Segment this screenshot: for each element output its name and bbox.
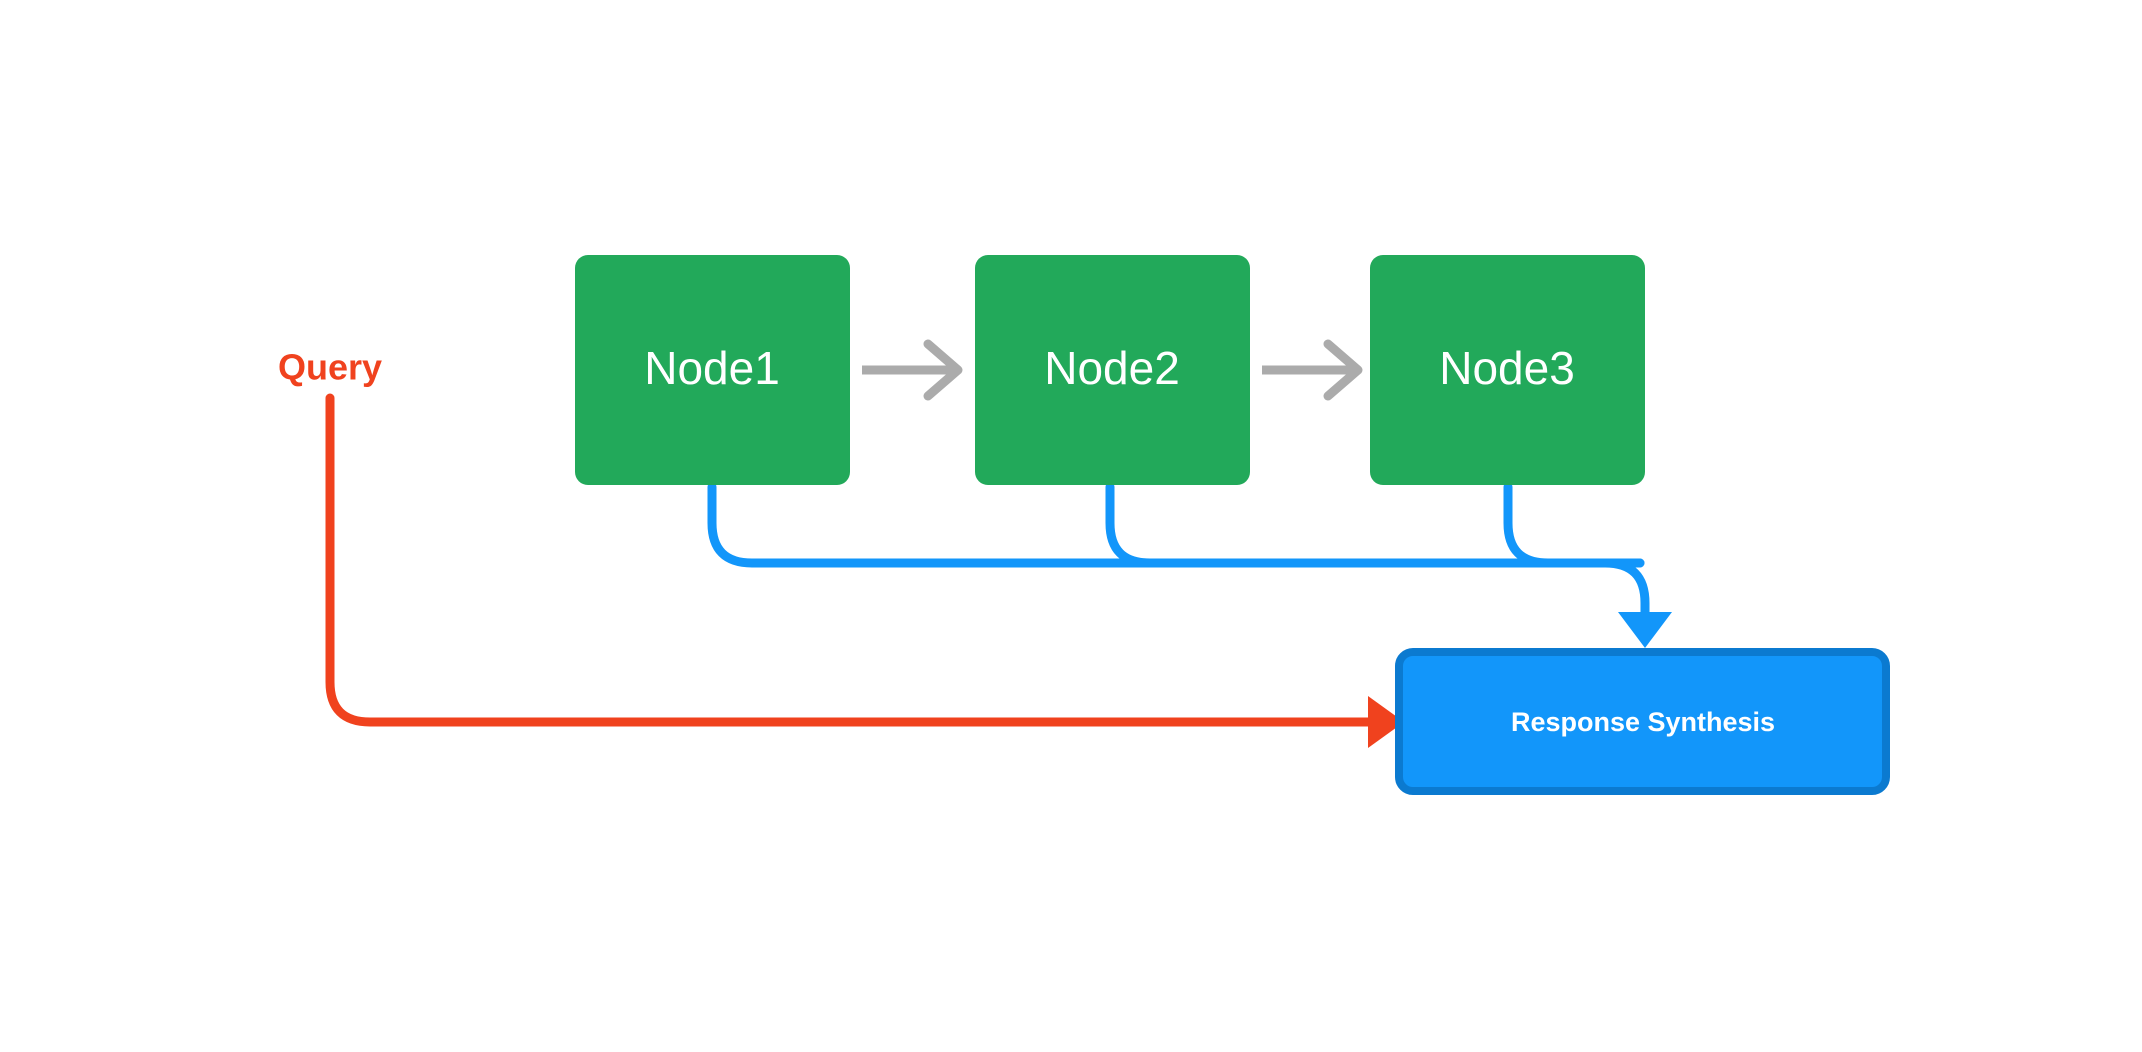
chain-arrow-node2-node3 [1262, 339, 1363, 401]
retrieval-edge-node1 [707, 482, 1645, 568]
node-label: Node2 [1044, 342, 1180, 394]
node-box-node2[interactable]: Node2 [975, 255, 1250, 485]
chain-arrow-node1-node2 [862, 339, 963, 401]
node-label: Node1 [644, 342, 780, 394]
retrieval-edge-node2 [1105, 482, 1645, 568]
node-label: Node3 [1439, 342, 1575, 394]
response-synthesis-box[interactable]: Response Synthesis [1395, 648, 1890, 795]
retrieval-arrowhead [1618, 612, 1672, 648]
node-box-node3[interactable]: Node3 [1370, 255, 1645, 485]
retrieval-edge-node3 [1503, 482, 1610, 568]
query-arrowhead [1368, 696, 1404, 748]
response-synthesis-label: Response Synthesis [1511, 707, 1775, 737]
retrieval-edge-to-sink [1585, 558, 1672, 648]
query-label: Query [278, 347, 382, 388]
node-box-node1[interactable]: Node1 [575, 255, 850, 485]
query-edge [325, 393, 1404, 748]
